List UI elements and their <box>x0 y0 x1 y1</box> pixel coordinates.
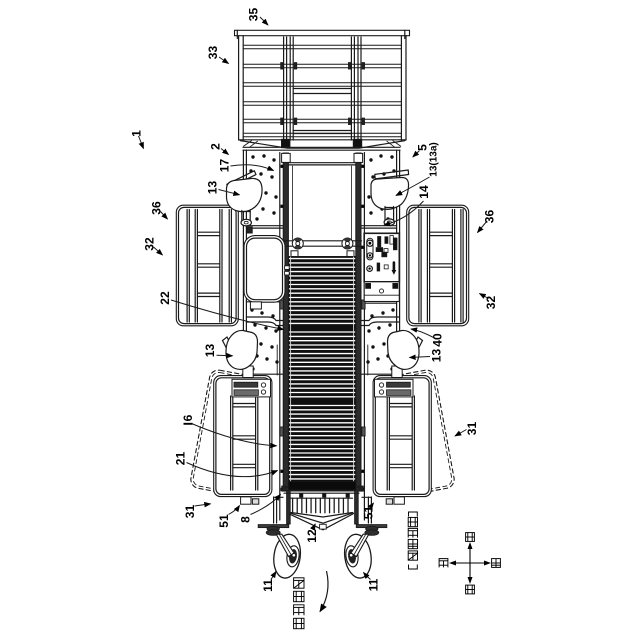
svg-text:5: 5 <box>416 144 430 151</box>
svg-text:14: 14 <box>417 185 431 199</box>
svg-text:31: 31 <box>183 505 197 519</box>
svg-text:2: 2 <box>209 143 223 150</box>
svg-text:33: 33 <box>206 46 220 60</box>
svg-text:13: 13 <box>206 181 220 195</box>
svg-text:31: 31 <box>465 422 479 436</box>
svg-text:12: 12 <box>305 529 319 543</box>
svg-text:32: 32 <box>484 296 498 310</box>
svg-text:13: 13 <box>430 349 444 363</box>
svg-text:35: 35 <box>247 8 261 22</box>
svg-text:13(13a): 13(13a) <box>429 142 440 176</box>
svg-text:6: 6 <box>181 414 195 421</box>
svg-text:13: 13 <box>203 344 217 358</box>
svg-text:1: 1 <box>130 130 144 137</box>
svg-text:40: 40 <box>431 333 445 347</box>
svg-text:21: 21 <box>174 452 188 466</box>
svg-text:11: 11 <box>261 579 275 592</box>
svg-text:36: 36 <box>483 210 497 224</box>
svg-text:36: 36 <box>150 201 164 215</box>
svg-text:17: 17 <box>218 159 232 173</box>
svg-text:8: 8 <box>239 516 253 523</box>
svg-text:51: 51 <box>362 506 376 520</box>
svg-text:11: 11 <box>367 578 381 591</box>
svg-text:32: 32 <box>143 237 157 251</box>
svg-text:22: 22 <box>158 291 172 305</box>
svg-text:51: 51 <box>217 514 231 528</box>
